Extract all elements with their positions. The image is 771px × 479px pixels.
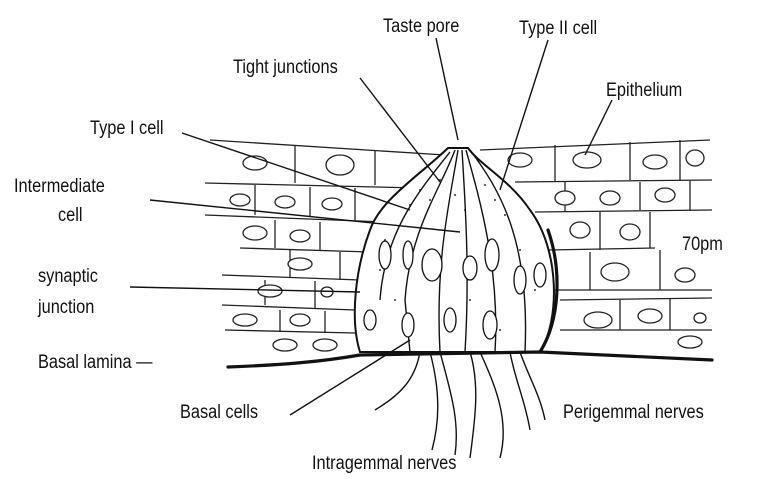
label-scale: 70pm — [682, 234, 723, 256]
label-synaptic-junction-2: junction — [38, 297, 94, 319]
label-tight-junctions: Tight junctions — [233, 57, 338, 79]
nerve-fibers — [375, 352, 545, 458]
taste-bud — [355, 148, 554, 352]
label-intragemmal-nerves: Intragemmal nerves — [312, 453, 456, 475]
label-intermediate-cell-1: Intermediate — [14, 176, 105, 198]
label-basal-lamina: Basal lamina — — [38, 352, 152, 374]
label-type-ii-cell: Type II cell — [519, 18, 597, 40]
label-intermediate-cell-2: cell — [58, 205, 83, 227]
label-synaptic-junction-1: synaptic — [38, 266, 98, 288]
label-type-i-cell: Type I cell — [90, 118, 164, 140]
label-taste-pore: Taste pore — [383, 16, 459, 38]
label-basal-cells: Basal cells — [180, 402, 258, 424]
label-epithelium: Epithelium — [606, 80, 682, 102]
label-perigemmal-nerves: Perigemmal nerves — [563, 402, 704, 424]
